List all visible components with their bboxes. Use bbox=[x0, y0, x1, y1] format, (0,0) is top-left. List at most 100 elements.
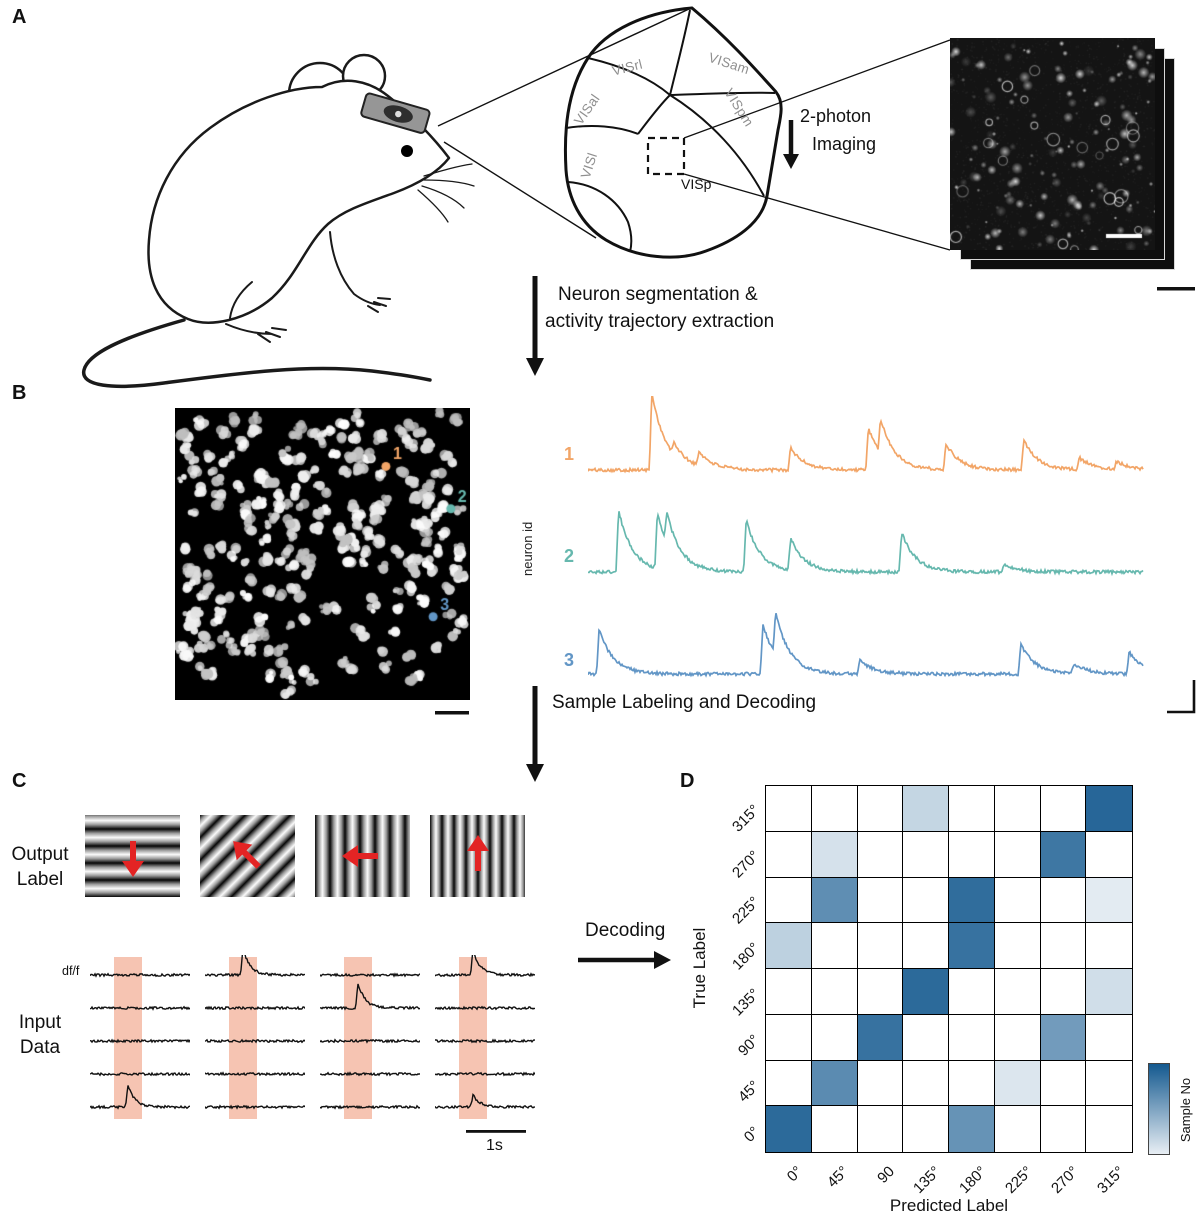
matrix-cell-45°-315° bbox=[1086, 1060, 1132, 1107]
panel-d-label: D bbox=[680, 770, 695, 792]
input-trace bbox=[435, 1005, 535, 1011]
matrix-cell-0°-180° bbox=[949, 1106, 995, 1152]
stack-scale-bar bbox=[1157, 287, 1195, 291]
trace-number-3: 3 bbox=[564, 650, 575, 670]
step2-text: Sample Labeling and Decoding bbox=[552, 692, 817, 713]
grating-stimulus-2 bbox=[200, 815, 295, 897]
arrow-2photon-imaging bbox=[783, 120, 799, 169]
matrix-cell-90°-225° bbox=[994, 1014, 1041, 1061]
two-photon-image bbox=[950, 38, 1155, 250]
grating-stimulus-3 bbox=[315, 815, 410, 897]
matrix-cell-90°-270° bbox=[1040, 1014, 1087, 1061]
matrix-cell-315°-225° bbox=[994, 786, 1041, 832]
matrix-cell-0°-0° bbox=[766, 1106, 812, 1152]
roi-square bbox=[646, 136, 686, 176]
input-trace bbox=[90, 1071, 190, 1077]
decoding-text: Decoding bbox=[585, 920, 666, 941]
matrix-cell-180°-225° bbox=[994, 923, 1041, 969]
matrix-cell-225°-180° bbox=[949, 877, 995, 924]
matrix-cell-315°-90 bbox=[857, 786, 904, 832]
input-trace bbox=[205, 1104, 305, 1110]
matrix-cell-90°-315° bbox=[1086, 1014, 1132, 1061]
input-trace bbox=[205, 1038, 305, 1044]
mouse-tail bbox=[82, 318, 432, 389]
matrix-cell-45°-135° bbox=[903, 1060, 949, 1107]
arrow-decoding bbox=[578, 951, 671, 969]
mouse-eye bbox=[401, 145, 413, 157]
stimulus-window-band bbox=[114, 957, 142, 1119]
input-trace-column-1 bbox=[90, 955, 190, 1125]
activity-trace-3 bbox=[588, 613, 1144, 678]
matrix-cell-135°-45° bbox=[811, 969, 858, 1015]
input-data-line1: Input bbox=[18, 1012, 62, 1033]
matrix-cell-0°-45° bbox=[811, 1106, 858, 1152]
activity-trace-1 bbox=[588, 396, 1144, 474]
brain-map bbox=[563, 6, 783, 259]
trace-number-2: 2 bbox=[564, 546, 575, 566]
direction-arrow-icon bbox=[232, 841, 261, 869]
dff-label: df/f bbox=[62, 964, 80, 978]
timebar-label: 1s bbox=[486, 1137, 503, 1154]
matrix-cell-270°-0° bbox=[766, 831, 812, 878]
input-trace bbox=[90, 1005, 190, 1011]
matrix-cell-45°-90 bbox=[857, 1060, 904, 1107]
matrix-cell-45°-180° bbox=[949, 1060, 995, 1107]
matrix-cell-225°-270° bbox=[1040, 877, 1087, 924]
segmentation-mask-image bbox=[175, 408, 470, 700]
input-traces-3 bbox=[320, 972, 420, 1110]
step1-text-line2: activity trajectory extraction bbox=[545, 311, 775, 332]
input-trace bbox=[90, 1038, 190, 1044]
matrix-cell-45°-0° bbox=[766, 1060, 812, 1107]
input-trace bbox=[205, 955, 305, 978]
region-label-visp: VISp bbox=[681, 176, 712, 192]
mouse-hind-leg bbox=[225, 281, 287, 343]
colorbar bbox=[1148, 1063, 1170, 1155]
matrix-cell-315°-45° bbox=[811, 786, 858, 832]
matrix-cell-315°-0° bbox=[766, 786, 812, 832]
panel-a-label: A bbox=[12, 6, 27, 28]
input-data-text: Input Data bbox=[2, 1010, 78, 1060]
matrix-cell-225°-90 bbox=[857, 877, 904, 924]
colorbar-label: Sample No bbox=[1178, 1077, 1193, 1143]
matrix-cell-225°-45° bbox=[811, 877, 858, 924]
panel-c-label: C bbox=[12, 770, 27, 792]
zoom-wedge-lines bbox=[437, 8, 690, 239]
matrix-cell-225°-315° bbox=[1086, 877, 1132, 924]
mask-scale-bar bbox=[435, 711, 469, 715]
brain-outline bbox=[563, 6, 783, 259]
matrix-cell-270°-270° bbox=[1040, 831, 1087, 878]
matrix-cell-45°-45° bbox=[811, 1060, 858, 1107]
output-label-line1: Output bbox=[11, 844, 69, 865]
direction-arrow-icon bbox=[341, 845, 378, 867]
matrix-cell-315°-135° bbox=[903, 786, 949, 832]
true-label-axis: True Label bbox=[690, 927, 709, 1009]
matrix-cell-135°-315° bbox=[1086, 969, 1132, 1015]
grating-stimulus-1 bbox=[85, 815, 180, 897]
matrix-cell-180°-135° bbox=[903, 923, 949, 969]
input-trace bbox=[90, 1085, 190, 1110]
input-trace bbox=[320, 972, 420, 978]
matrix-cell-0°-225° bbox=[994, 1106, 1041, 1152]
matrix-cell-135°-90 bbox=[857, 969, 904, 1015]
matrix-cell-180°-180° bbox=[949, 923, 995, 969]
matrix-cell-0°-135° bbox=[903, 1106, 949, 1152]
matrix-cell-180°-90 bbox=[857, 923, 904, 969]
matrix-cell-90°-45° bbox=[811, 1014, 858, 1061]
input-trace-column-2 bbox=[205, 955, 305, 1125]
matrix-cell-0°-315° bbox=[1086, 1106, 1132, 1152]
matrix-cell-270°-90 bbox=[857, 831, 904, 878]
matrix-cell-180°-315° bbox=[1086, 923, 1132, 969]
two-photon-text-line2: Imaging bbox=[812, 134, 877, 154]
matrix-cell-45°-270° bbox=[1040, 1060, 1087, 1107]
mouse-whiskers bbox=[417, 163, 475, 223]
matrix-cell-90°-180° bbox=[949, 1014, 995, 1061]
matrix-cell-180°-0° bbox=[766, 923, 812, 969]
input-trace bbox=[320, 1071, 420, 1077]
matrix-cell-315°-315° bbox=[1086, 786, 1132, 832]
input-trace bbox=[435, 1038, 535, 1044]
input-traces-4 bbox=[435, 955, 535, 1110]
matrix-cell-270°-180° bbox=[949, 831, 995, 878]
input-trace-column-4 bbox=[435, 955, 535, 1125]
